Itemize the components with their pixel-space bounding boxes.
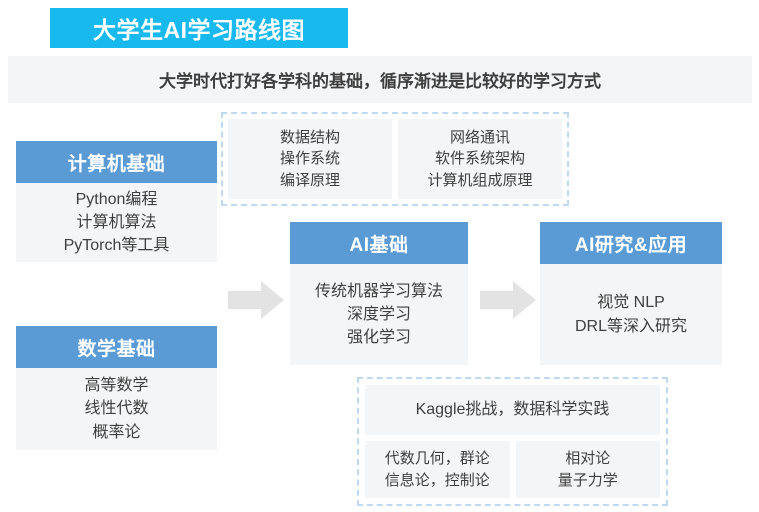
foundation-panel-2-line-3: 计算机组成原理 [427, 171, 533, 189]
card-ai-basics-line-3: 强化学习 [346, 329, 411, 347]
card-ai-research-line-2: DRL等深入研究 [574, 317, 687, 335]
card-computer-basics-title: 计算机基础 [67, 153, 166, 175]
practice-panel-math-theory-line-1: 代数几何，群论 [384, 450, 490, 468]
practice-panel-kaggle-line-1: Kaggle挑战，数据科学实践 [415, 400, 610, 418]
foundation-panel-2: 网络通讯 软件系统架构 计算机组成原理 [398, 119, 562, 199]
foundation-panel-2-line-2: 软件系统架构 [434, 150, 525, 168]
practice-panel-physics-line-1: 相对论 [565, 450, 611, 468]
card-computer-basics-line-3: PyTorch等工具 [63, 237, 170, 255]
foundation-panel-1-line-2: 操作系统 [279, 150, 340, 168]
card-ai-basics-title: AI基础 [349, 234, 409, 256]
card-ai-basics-line-2: 深度学习 [346, 305, 411, 323]
card-math-basics-title: 数学基础 [77, 338, 156, 360]
card-math-basics-line-3: 概率论 [92, 423, 141, 441]
card-ai-basics-body: 传统机器学习算法 深度学习 强化学习 [290, 264, 468, 365]
card-ai-basics-line-1: 传统机器学习算法 [314, 282, 443, 300]
page-subtitle: 大学时代打好各学科的基础，循序渐进是比较好的学习方式 [159, 72, 601, 91]
card-computer-basics-line-2: 计算机算法 [76, 213, 157, 231]
card-computer-basics-body: Python编程 计算机算法 PyTorch等工具 [16, 183, 217, 262]
foundation-panel-2-line-1: 网络通讯 [449, 129, 510, 147]
practice-topics-group: Kaggle挑战，数据科学实践 代数几何，群论 信息论，控制论 相对论 量子力学 [357, 377, 668, 506]
foundation-topics-group: 数据结构 操作系统 编译原理 网络通讯 软件系统架构 计算机组成原理 [221, 112, 569, 206]
card-ai-research-title: AI研究&应用 [574, 234, 688, 256]
practice-panel-math-theory-line-2: 信息论，控制论 [384, 471, 490, 489]
card-computer-basics: 计算机基础 Python编程 计算机算法 PyTorch等工具 [16, 141, 217, 262]
arrow-right-icon [480, 281, 536, 319]
card-math-basics: 数学基础 高等数学 线性代数 概率论 [16, 326, 217, 450]
practice-panel-kaggle: Kaggle挑战，数据科学实践 [365, 385, 660, 435]
card-ai-research-body: 视觉 NLP DRL等深入研究 [540, 264, 722, 365]
card-math-basics-header: 数学基础 [16, 326, 217, 368]
foundation-panel-1-line-3: 编译原理 [279, 171, 340, 189]
card-ai-basics-header: AI基础 [290, 222, 468, 264]
card-math-basics-line-1: 高等数学 [84, 377, 149, 395]
foundation-panel-1-line-1: 数据结构 [279, 129, 340, 147]
card-ai-research: AI研究&应用 视觉 NLP DRL等深入研究 [540, 222, 722, 365]
practice-panel-physics-line-2: 量子力学 [557, 471, 618, 489]
card-ai-research-header: AI研究&应用 [540, 222, 722, 264]
foundation-panel-1: 数据结构 操作系统 编译原理 [228, 119, 392, 199]
subtitle-band: 大学时代打好各学科的基础，循序渐进是比较好的学习方式 [8, 56, 752, 103]
practice-bottom-row: 代数几何，群论 信息论，控制论 相对论 量子力学 [365, 441, 660, 498]
arrow-right-icon [228, 281, 284, 319]
card-math-basics-line-2: 线性代数 [84, 400, 149, 418]
card-ai-basics: AI基础 传统机器学习算法 深度学习 强化学习 [290, 222, 468, 365]
page-title-bar: 大学生AI学习路线图 [50, 8, 348, 48]
page-title: 大学生AI学习路线图 [93, 17, 305, 43]
practice-panel-math-theory: 代数几何，群论 信息论，控制论 [365, 441, 510, 498]
card-computer-basics-line-1: Python编程 [75, 190, 158, 208]
card-math-basics-body: 高等数学 线性代数 概率论 [16, 368, 217, 450]
card-ai-research-line-1: 视觉 NLP [597, 294, 665, 312]
practice-panel-physics: 相对论 量子力学 [515, 441, 660, 498]
card-computer-basics-header: 计算机基础 [16, 141, 217, 183]
